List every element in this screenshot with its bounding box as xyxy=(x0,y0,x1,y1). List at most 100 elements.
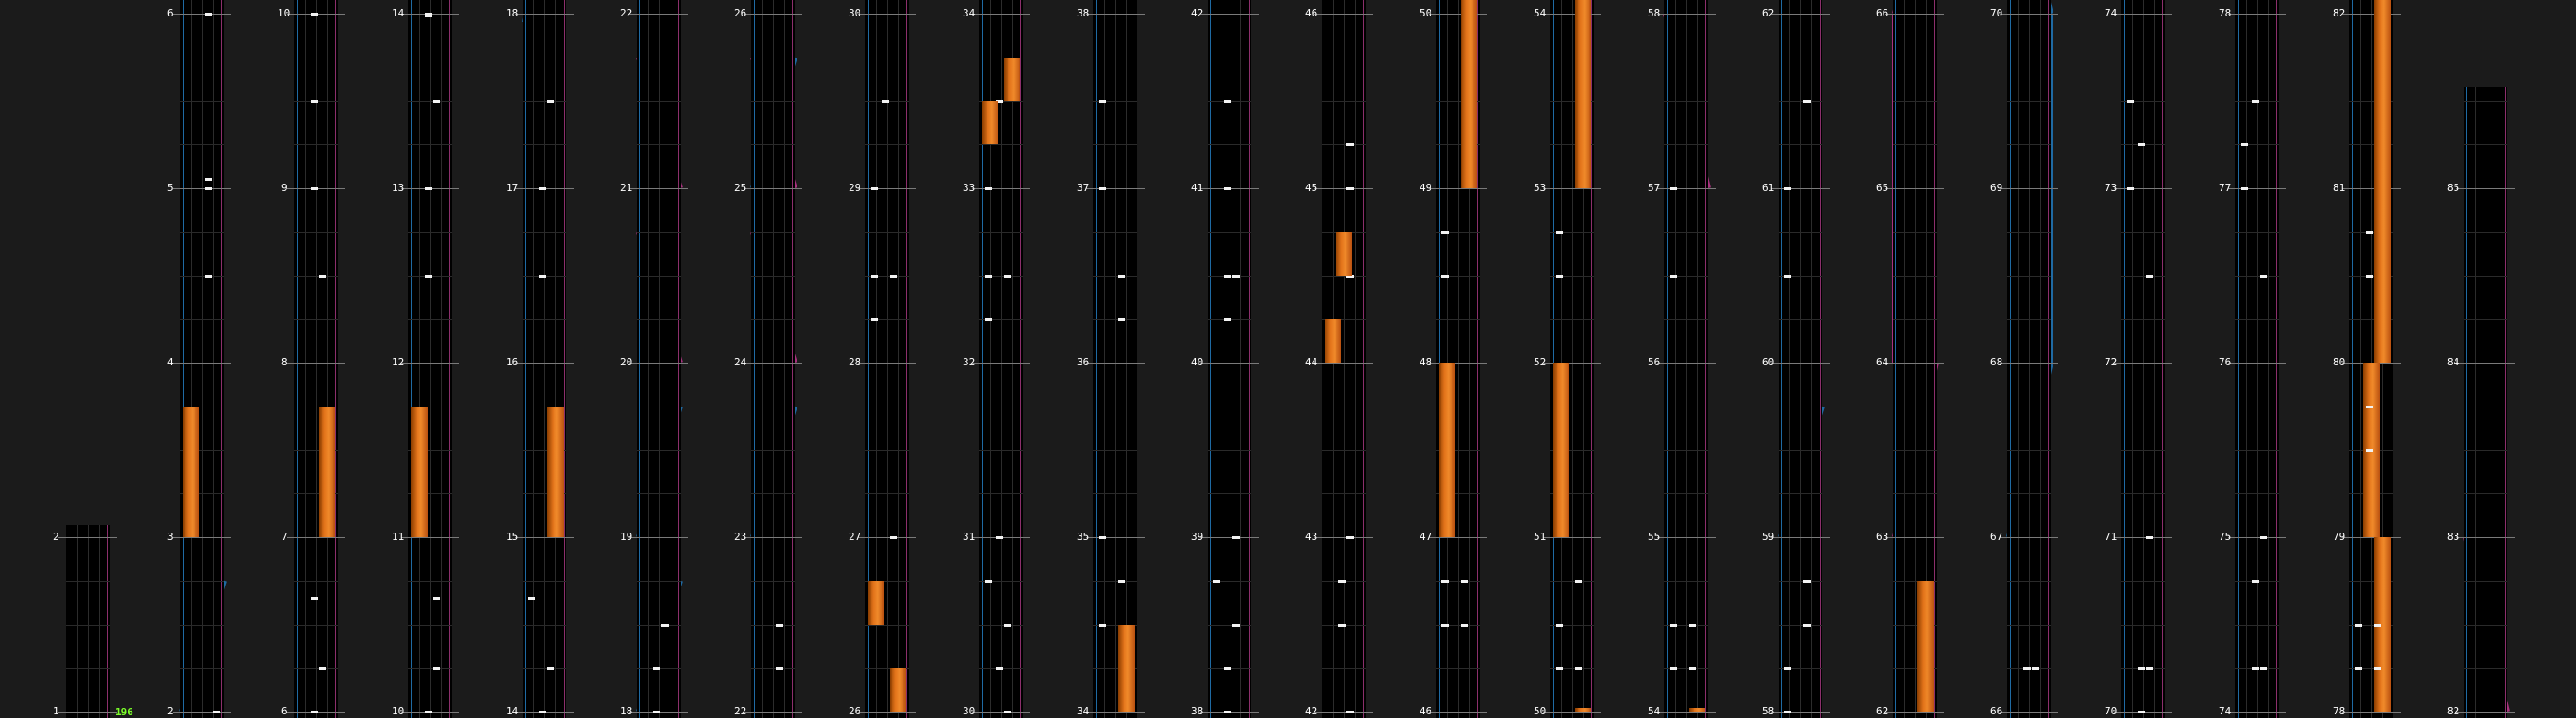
chip-note xyxy=(2260,274,2267,278)
beat-line xyxy=(751,100,795,102)
measure-barline xyxy=(1657,188,1716,189)
measure-number: 22 xyxy=(620,7,633,19)
measure-number: 64 xyxy=(1876,356,1889,368)
beat-line xyxy=(1436,275,1480,277)
hold-note xyxy=(868,580,884,625)
beat-line xyxy=(180,580,224,582)
hold-note xyxy=(547,406,564,537)
beat-line xyxy=(1779,144,1822,146)
hold-note xyxy=(1336,231,1352,276)
lane-divider xyxy=(305,0,306,718)
beat-line xyxy=(1093,624,1137,626)
hold-note xyxy=(1575,0,1591,14)
lane-divider xyxy=(1789,0,1790,718)
chip-note xyxy=(425,187,432,190)
lane-strip xyxy=(1093,0,1137,718)
beat-line xyxy=(1550,275,1594,277)
beat-line xyxy=(2007,624,2051,626)
chip-note xyxy=(1338,623,1346,627)
measure-barline xyxy=(401,537,459,538)
beat-line xyxy=(1208,144,1251,146)
measure-number: 9 xyxy=(281,182,288,194)
beat-line xyxy=(1322,100,1366,102)
hold-note xyxy=(1439,363,1455,537)
measure-number: 20 xyxy=(620,356,633,368)
chip-note xyxy=(539,187,546,190)
measure-barline xyxy=(287,363,345,364)
beat-line xyxy=(180,624,224,626)
chip-note xyxy=(2138,667,2145,670)
beat-line xyxy=(408,231,452,233)
chip-note xyxy=(2146,667,2153,670)
hold-note xyxy=(2374,188,2391,363)
chip-note xyxy=(1575,579,1582,583)
beat-line xyxy=(1436,100,1480,102)
measure-number: 30 xyxy=(849,7,861,19)
measure-number: 62 xyxy=(1876,705,1889,717)
measure-number: 5 xyxy=(167,182,174,194)
beat-line xyxy=(1893,100,1937,102)
chip-note xyxy=(776,623,783,627)
beat-line xyxy=(1436,580,1480,582)
chip-note xyxy=(2252,100,2259,103)
chip-note xyxy=(1118,318,1125,322)
chip-note xyxy=(653,667,660,670)
chip-note xyxy=(1441,623,1449,627)
chip-note xyxy=(205,274,212,278)
chip-note xyxy=(2355,667,2362,670)
chip-note xyxy=(1441,230,1449,234)
measure-number: 80 xyxy=(2333,356,2346,368)
measure-barline xyxy=(629,537,688,538)
chip-note xyxy=(433,100,440,103)
right-laser-edge xyxy=(1363,0,1364,718)
beat-line xyxy=(2121,580,2165,582)
measure-number: 32 xyxy=(963,356,976,368)
beat-line xyxy=(1208,231,1251,233)
measure-number: 83 xyxy=(2447,531,2460,543)
beat-line xyxy=(1779,493,1822,495)
left-laser-edge xyxy=(1553,0,1554,718)
measure-barline xyxy=(2114,363,2172,364)
measure-number: 47 xyxy=(1420,531,1432,543)
lane-divider xyxy=(555,0,556,718)
lane-divider xyxy=(2029,0,2030,718)
measure-number: 53 xyxy=(1534,182,1547,194)
beat-line xyxy=(1893,319,1937,321)
beat-line xyxy=(2121,319,2165,321)
measure-barline xyxy=(1657,14,1716,15)
lane-divider xyxy=(2018,0,2019,718)
measure-barline xyxy=(1086,363,1145,364)
measure-barline xyxy=(629,188,688,189)
measure-barline xyxy=(1543,712,1601,713)
chip-note xyxy=(2366,405,2373,408)
chip-note xyxy=(996,536,1003,539)
beat-line xyxy=(637,275,681,277)
beat-line xyxy=(1893,275,1937,277)
measure-barline xyxy=(58,712,117,713)
left-laser-edge xyxy=(2238,0,2239,718)
measure-number: 16 xyxy=(506,356,519,368)
beat-line xyxy=(1550,449,1594,451)
measure-number: 68 xyxy=(1990,356,2003,368)
measure-number: 42 xyxy=(1191,7,1204,19)
beat-line xyxy=(408,580,452,582)
beat-line xyxy=(979,493,1023,495)
lane-strip xyxy=(523,0,566,718)
beat-line xyxy=(2235,319,2279,321)
beat-line xyxy=(1436,624,1480,626)
measure-number: 38 xyxy=(1191,705,1204,717)
beat-line xyxy=(979,275,1023,277)
lane-divider xyxy=(659,0,660,718)
chip-note xyxy=(1803,579,1811,583)
beat-line xyxy=(1436,668,1480,670)
beat-line xyxy=(2007,100,2051,102)
measure-barline xyxy=(2114,14,2172,15)
lane-divider xyxy=(2257,0,2258,718)
measure-barline xyxy=(2000,14,2058,15)
measure-number: 2 xyxy=(167,705,174,717)
beat-line xyxy=(2121,624,2165,626)
measure-barline xyxy=(2000,188,2058,189)
chip-note xyxy=(2138,711,2145,713)
beat-line xyxy=(637,493,681,495)
